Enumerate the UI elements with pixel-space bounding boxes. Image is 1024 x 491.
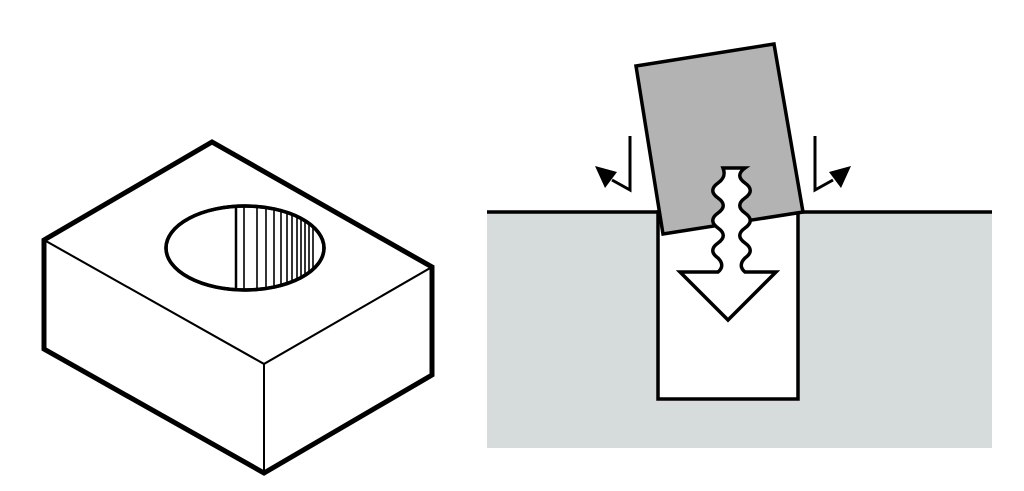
down-arrow-icon: [675, 166, 781, 323]
right-reaction-arrow-icon: [813, 136, 851, 193]
block-outline: [41, 139, 435, 476]
left-reaction-arrow-icon: [595, 136, 632, 193]
block-hole: [164, 204, 326, 292]
slot-assembly: [487, 41, 992, 448]
tilted-peg: [633, 41, 806, 236]
isometric-block: [41, 139, 435, 476]
